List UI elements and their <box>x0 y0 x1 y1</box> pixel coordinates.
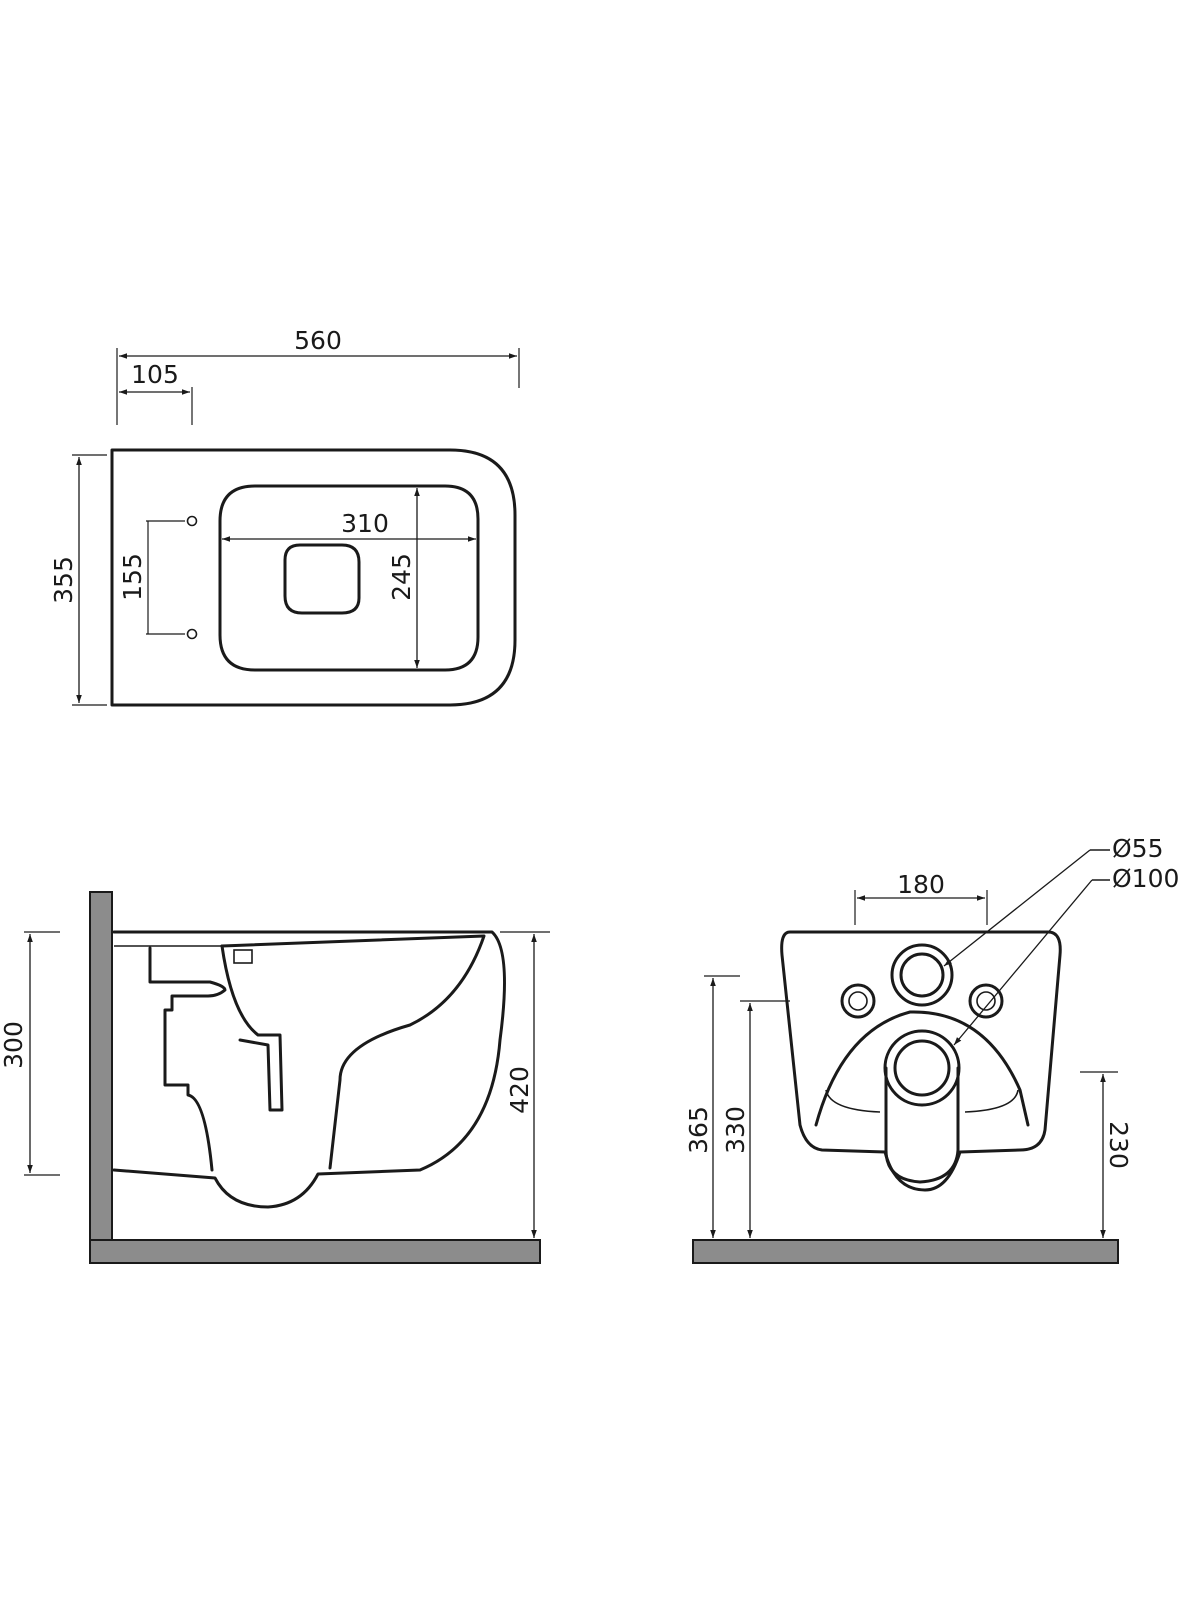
side-view-body-outline <box>112 930 506 1209</box>
floor <box>692 1239 1119 1264</box>
bolt-hole-left-outer <box>840 983 876 1019</box>
dim-total-height: 420 <box>505 1066 534 1114</box>
top-view: 560 105 355 155 310 245 <box>49 326 520 707</box>
dim-outlet-height: 230 <box>1104 1121 1133 1169</box>
dim-hole-spacing: 155 <box>118 553 147 601</box>
top-view-outline <box>110 448 517 707</box>
dim-overall-length: 560 <box>294 326 342 355</box>
outlet-opening-outer <box>883 1029 961 1107</box>
dim-outlet-diameter: Ø100 <box>1112 864 1179 893</box>
bowl-outlet <box>283 543 361 615</box>
seat-mounting-hole <box>186 628 198 640</box>
bolt-hole-right-outer <box>968 983 1004 1019</box>
wall <box>89 891 113 1241</box>
dim-hole-offset: 105 <box>131 360 179 389</box>
leader-outlet-diameter <box>953 879 1093 1046</box>
inlet-opening-inner <box>899 952 945 998</box>
inlet-port <box>233 949 253 964</box>
side-view-trapway <box>220 944 284 1112</box>
dim-overall-width: 355 <box>49 556 78 604</box>
bolt-hole-left-inner <box>848 991 868 1011</box>
dim-inlet-height-side: 300 <box>0 1021 28 1069</box>
back-view-bowl-inner <box>814 1010 1030 1127</box>
outlet-opening-inner <box>893 1039 951 1097</box>
bolt-hole-right-inner <box>976 991 996 1011</box>
side-view-bowl-inner <box>220 934 486 1170</box>
side-view: 300 420 <box>0 891 550 1264</box>
back-view-bowl-ledge <box>825 1089 1019 1113</box>
floor <box>89 1239 541 1264</box>
leader-inlet-diameter <box>943 849 1091 967</box>
dim-inlet-diameter: Ø55 <box>1112 834 1164 863</box>
bowl-rim <box>218 484 480 672</box>
seat-mounting-hole <box>186 515 198 527</box>
dim-inlet-height-back: 330 <box>721 1106 750 1154</box>
back-view-outline <box>780 930 1062 1192</box>
side-view-inlet-channel <box>148 946 227 1172</box>
dim-bowl-width: 245 <box>387 553 416 601</box>
dim-bolt-spacing: 180 <box>897 870 945 899</box>
inlet-opening-outer <box>890 943 954 1007</box>
back-view: 180 Ø55 Ø100 365 330 230 <box>684 834 1179 1264</box>
dim-bowl-length: 310 <box>341 509 389 538</box>
dim-top-height: 365 <box>684 1106 713 1154</box>
back-view-outlet-pipe <box>884 1066 960 1184</box>
